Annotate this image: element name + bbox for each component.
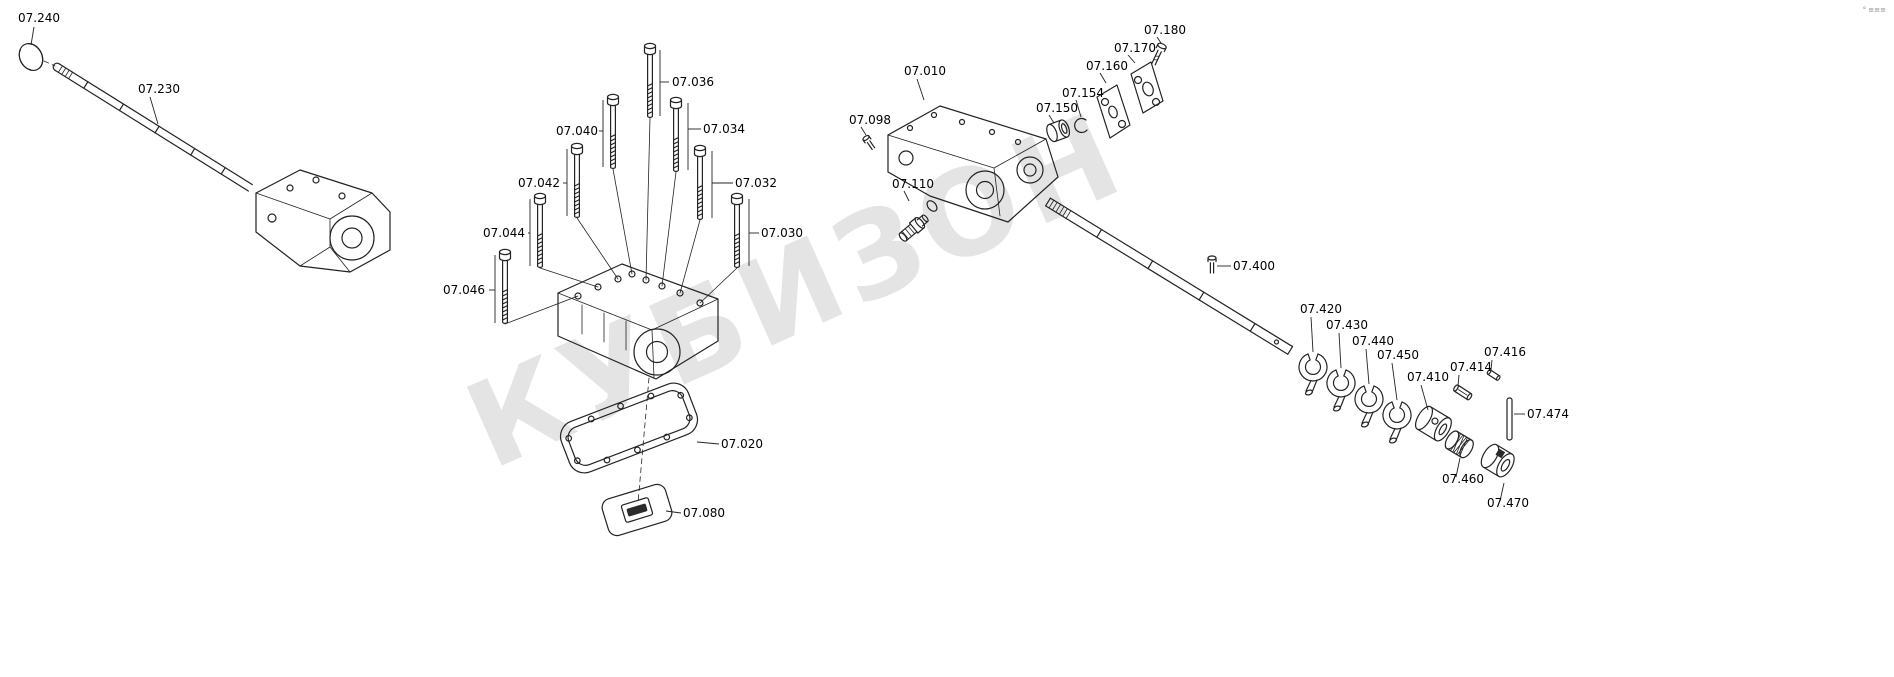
leader-line-07.098	[860, 126, 867, 136]
part-label-07.036: 07.036	[672, 75, 714, 89]
drawing-bolt-07034	[669, 96, 683, 172]
part-label-07.414: 07.414	[1450, 360, 1492, 374]
drawing-housing-middle	[557, 263, 719, 380]
leader-line-07.230	[149, 96, 159, 125]
drawing-shaft-07230	[52, 62, 253, 192]
drawing-bushing-07150	[1046, 119, 1071, 143]
part-label-07.420: 07.420	[1300, 302, 1342, 316]
part-label-07.044: 07.044	[483, 226, 525, 240]
leader-line-07.420	[1310, 316, 1314, 353]
part-label-07.046: 07.046	[443, 283, 485, 297]
drawing-cover-07170	[1130, 61, 1164, 114]
part-label-07.040: 07.040	[556, 124, 598, 138]
labels-layer: 07.240 07.230 07.036 07.040 07.034 07.042 07.0…	[18, 11, 1569, 520]
drawing-output-shaft	[1045, 197, 1294, 355]
part-label-07.230: 07.230	[138, 82, 180, 96]
drawing-fork-07420	[1298, 353, 1328, 397]
part-label-07.030: 07.030	[761, 226, 803, 240]
leader-line-07.416	[1490, 359, 1493, 371]
part-label-07.110: 07.110	[892, 177, 934, 191]
part-label-07.010: 07.010	[904, 64, 946, 78]
leader-line-07.150	[1048, 114, 1055, 124]
leader-line-07.080	[665, 510, 682, 514]
drawing-pin-07416	[1486, 369, 1501, 381]
leader-line-07.414	[1457, 374, 1460, 387]
drawing-fork-07440	[1354, 385, 1384, 429]
drawing-spring-pin-07414	[1453, 384, 1473, 401]
part-label-07.470: 07.470	[1487, 496, 1529, 510]
drawing-fork-07450	[1382, 401, 1412, 445]
leader-line-07.160	[1099, 72, 1107, 84]
drawing-bolt-07042	[570, 142, 584, 218]
part-label-07.098: 07.098	[849, 113, 891, 127]
leader-line-07.470	[1499, 482, 1505, 502]
drawing-bolt-07044	[533, 192, 547, 268]
leader-line-07.170	[1127, 54, 1136, 64]
leader-line-07.020	[696, 441, 720, 445]
drawing-bolt-07098	[862, 134, 876, 151]
part-label-07.042: 07.042	[518, 176, 560, 190]
drawing-cylinder-07470	[1480, 443, 1515, 478]
corner-mark: ° ≡≡≡	[1863, 6, 1886, 14]
drawing-snap-ring-07154	[1074, 117, 1088, 134]
part-label-07.460: 07.460	[1442, 472, 1484, 486]
drawing-pin-07474	[1506, 397, 1513, 441]
drawing-knurled-bushing-07460	[1444, 430, 1474, 459]
part-label-07.240: 07.240	[18, 11, 60, 25]
part-label-07.416: 07.416	[1484, 345, 1526, 359]
part-label-07.160: 07.160	[1086, 59, 1128, 73]
drawing-gasket-07160	[1096, 84, 1131, 139]
leader-line-07.460	[1455, 457, 1461, 478]
part-label-07.034: 07.034	[703, 122, 745, 136]
part-label-07.020: 07.020	[721, 437, 763, 451]
axis-dash-middle	[637, 377, 650, 504]
drawing-fork-07430	[1326, 369, 1356, 413]
part-label-07.410: 07.410	[1407, 370, 1449, 384]
drawing-gasket-07020	[559, 382, 699, 474]
drawing-cover-07080	[601, 483, 673, 537]
leader-line-07.154	[1075, 99, 1082, 118]
part-label-07.154: 07.154	[1062, 86, 1104, 100]
drawing-bolt-07040	[606, 93, 620, 169]
part-label-07.180: 07.180	[1144, 23, 1186, 37]
part-label-07.080: 07.080	[683, 506, 725, 520]
leader-line-07.440	[1365, 348, 1370, 385]
drawing-bolt-07046	[498, 248, 512, 324]
drawing-bolt-07180	[1151, 42, 1167, 66]
drawing-bolt-07032	[693, 144, 707, 220]
bolt-guide-lines	[504, 117, 738, 325]
part-label-07.450: 07.450	[1377, 348, 1419, 362]
part-label-07.440: 07.440	[1352, 334, 1394, 348]
drawing-coupling-07410	[1414, 405, 1452, 442]
drawing-bolt-07400	[1207, 255, 1217, 274]
leader-line-07.110	[903, 190, 910, 202]
drawing-bolt-07036	[643, 42, 657, 119]
part-label-07.032: 07.032	[735, 176, 777, 190]
part-label-07.474: 07.474	[1527, 407, 1569, 421]
leader-line-07.240	[30, 26, 35, 46]
leader-line-07.430	[1338, 332, 1342, 369]
part-label-07.400: 07.400	[1233, 259, 1275, 273]
leader-line-07.010	[916, 78, 925, 101]
leader-line-07.450	[1391, 362, 1398, 401]
leader-line-07.410	[1420, 384, 1429, 411]
drawing-housing-left	[255, 169, 391, 273]
drawing-plug-07110	[898, 200, 938, 242]
part-label-07.170: 07.170	[1114, 41, 1156, 55]
watermark: КУБИЗОН	[447, 84, 1144, 495]
part-label-07.150: 07.150	[1036, 101, 1078, 115]
part-label-07.430: 07.430	[1326, 318, 1368, 332]
drawing-housing-right-07010	[887, 105, 1059, 223]
leader-line-07.180	[1156, 36, 1162, 44]
